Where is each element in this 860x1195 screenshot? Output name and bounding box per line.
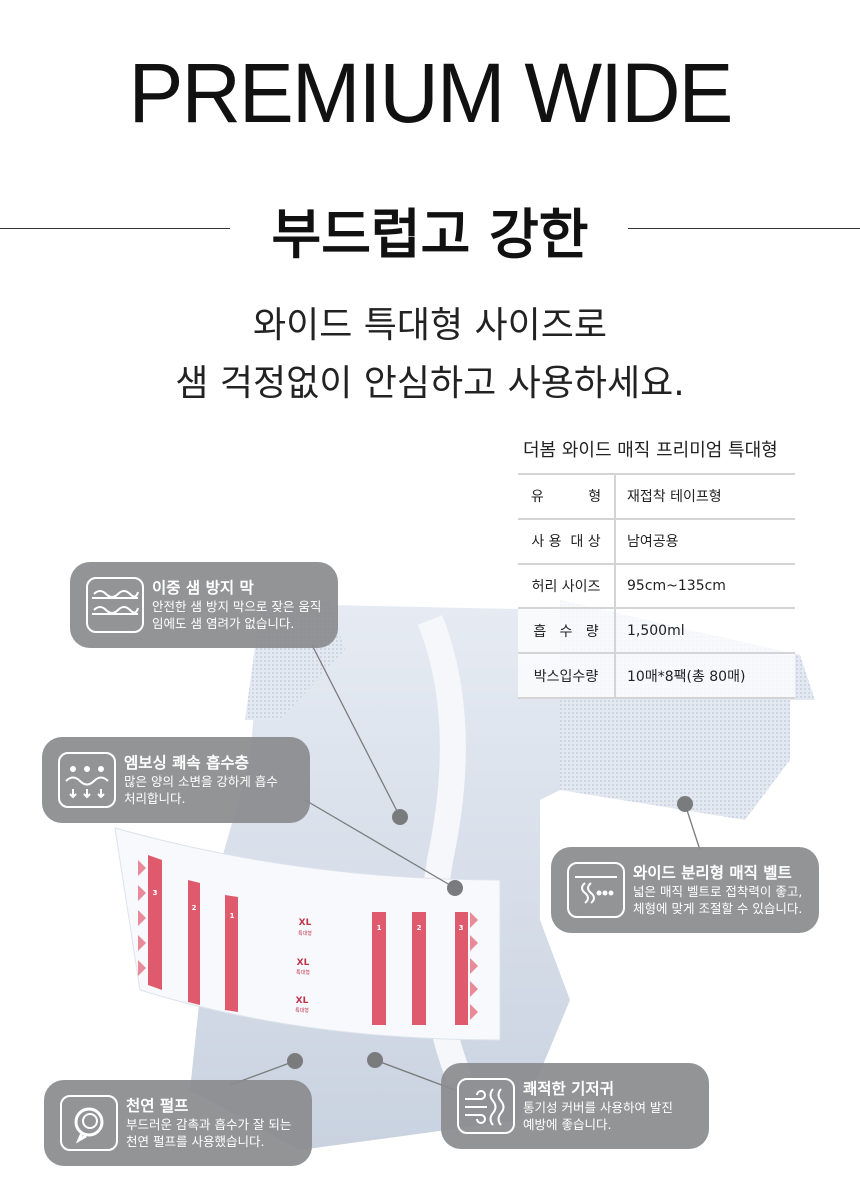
- spec-value: 1,500ml: [615, 607, 795, 654]
- spec-value: 10매*8팩(총 80매): [615, 652, 795, 699]
- stripe-number: 3: [153, 889, 158, 897]
- marker-dot: [677, 796, 693, 812]
- feature-desc: 체형에 맞게 조절할 수 있습니다.: [633, 901, 803, 916]
- spec-value: 재접착 테이프형: [615, 473, 795, 519]
- subtitle-line-2: 샘 걱정없이 안심하고 사용하세요.: [175, 363, 685, 404]
- stripe-number: 3: [459, 924, 464, 932]
- stripe-number: 1: [230, 912, 235, 920]
- marker-dot: [287, 1053, 303, 1069]
- size-label: 특대형: [298, 930, 312, 937]
- spec-label: 유 형: [518, 473, 616, 519]
- diamond-pattern: [138, 860, 478, 1020]
- feature-desc: 부드러운 감촉과 흡수가 잘 되는: [126, 1117, 292, 1132]
- front-belt: [114, 827, 501, 1041]
- feature-desc: 임에도 샘 염려가 없습니다.: [152, 616, 295, 631]
- feature-title: 와이드 분리형 매직 벨트: [633, 864, 792, 882]
- size-label: 특대형: [295, 1007, 309, 1014]
- double-wave-layer-icon: [86, 577, 144, 633]
- size-mark: XL: [299, 918, 312, 928]
- belt-icon: [567, 862, 625, 918]
- spec-value: 95cm~135cm: [615, 562, 795, 609]
- feature-title: 이중 샘 방지 막: [152, 579, 254, 597]
- stripe-number: 2: [417, 924, 422, 932]
- feature-desc: 통기성 커버를 사용하여 발진: [523, 1100, 673, 1115]
- spec-label: 흡 수 량: [518, 607, 616, 654]
- feature-title: 쾌적한 기저귀: [523, 1080, 614, 1098]
- spec-label: 사 용 대 상: [518, 517, 616, 564]
- heading: 부드럽고 강한: [271, 203, 589, 266]
- feature-desc: 처리합니다.: [124, 791, 186, 806]
- spec-value: 남여공용: [615, 517, 795, 564]
- belt-stripes: [148, 855, 468, 1025]
- marker-dot: [367, 1052, 383, 1068]
- size-mark: XL: [297, 958, 310, 968]
- feature-title: 엠보싱 쾌속 흡수층: [124, 754, 249, 772]
- stripe-number: 1: [377, 924, 382, 932]
- feature-desc: 안전한 샘 방지 막으로 잦은 움직: [152, 599, 322, 614]
- airflow-icon: [457, 1078, 515, 1134]
- marker-dot: [392, 809, 408, 825]
- feature-desc: 예방에 좋습니다.: [523, 1117, 612, 1132]
- divider-left: [0, 228, 230, 229]
- subtitle-line-1: 와이드 특대형 사이즈로: [252, 305, 608, 346]
- page-title: PREMIUM WIDE: [128, 46, 733, 140]
- feature-desc: 많은 양의 소변을 강하게 흡수: [124, 774, 278, 789]
- absorb-drops-icon: [58, 752, 116, 808]
- spec-label: 허리 사이즈: [518, 562, 616, 609]
- feature-desc: 천연 펄프를 사용했습니다.: [126, 1134, 265, 1149]
- pulp-icon: [60, 1095, 118, 1151]
- spec-label: 박스입수량: [518, 652, 616, 699]
- feature-desc: 넓은 매직 벨트로 접착력이 좋고,: [633, 884, 803, 899]
- feature-title: 천연 펄프: [126, 1097, 189, 1115]
- size-label: 특대형: [296, 969, 310, 976]
- marker-dot: [447, 880, 463, 896]
- size-mark: XL: [296, 996, 309, 1006]
- spec-title: 더봄 와이드 매직 프리미엄 특대형: [523, 440, 778, 461]
- stripe-number: 2: [192, 904, 197, 912]
- divider-right: [628, 228, 860, 229]
